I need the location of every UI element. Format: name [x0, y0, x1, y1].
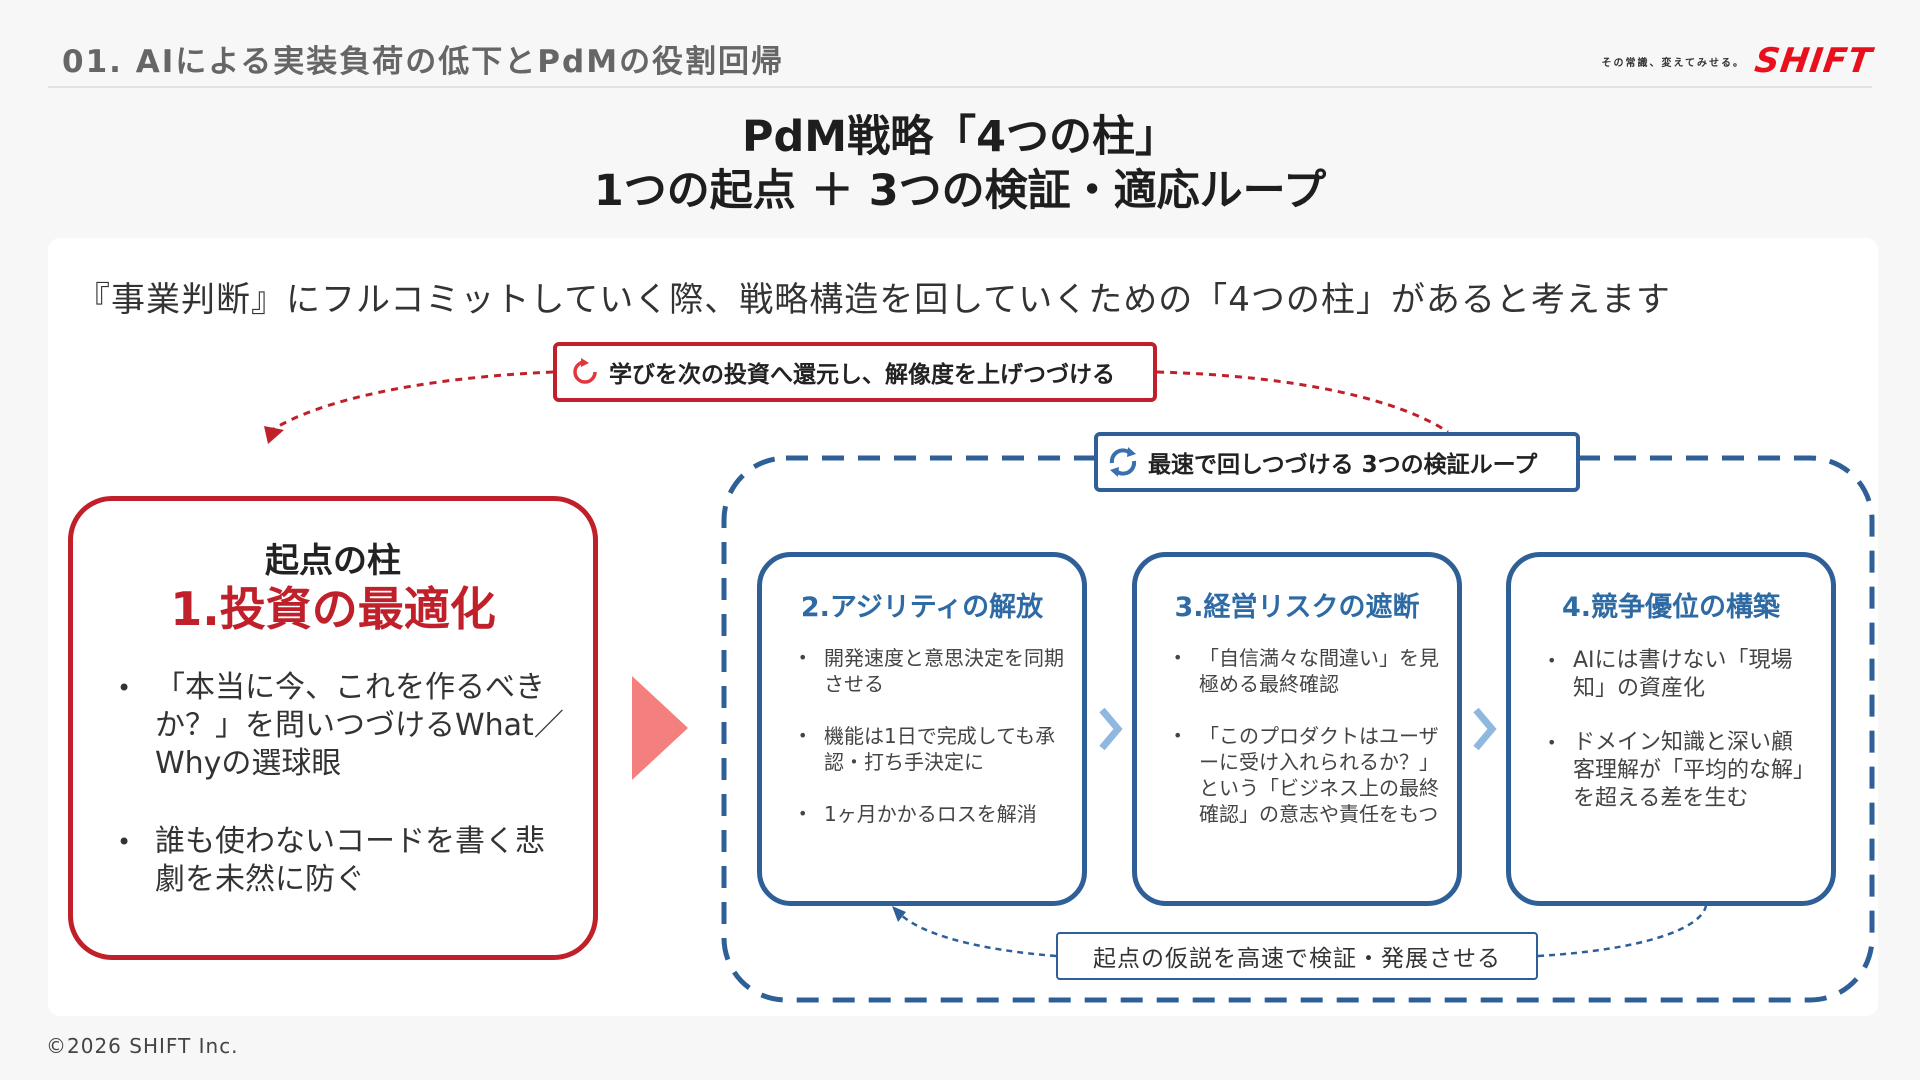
pillar-advantage: 4.競争優位の構築 AIには書けない「現場知」の資産化 ドメイン知識と深い顧客理…: [1506, 552, 1836, 906]
company-logo: その常識、変えてみせる。 SHIFT: [1601, 41, 1874, 81]
verify-loop-arrowhead: [892, 906, 906, 922]
slide-title-line1: PdM戦略「4つの柱」: [741, 112, 1178, 162]
learning-feedback-line: [1156, 370, 1449, 434]
bullet-item: 1ヶ月かかるロスを解消: [798, 801, 1064, 827]
pillar-investment-bullets: 「本当に今、これを作るべきか？」を問いつづけるWhat／Whyの選球眼 誰も使わ…: [117, 669, 565, 939]
pillar-advantage-bullets: AIには書けない「現場知」の資産化 ドメイン知識と深い顧客理解が「平均的な解」を…: [1547, 647, 1813, 839]
pillar-risk: 3.経営リスクの遮断 「自信満々な間違い」を見極める最終確認 「このプロダクトは…: [1132, 552, 1462, 906]
pillar-investment-title: 1.投資の最適化: [170, 582, 496, 636]
bullet-item: 「自信満々な間違い」を見極める最終確認: [1173, 645, 1439, 697]
verify-loop-return: [897, 911, 1057, 958]
pillar-agility: 2.アジリティの解放 開発速度と意思決定を同期させる 機能は1日で完成しても承認…: [757, 552, 1087, 906]
cycle-icon: [1109, 447, 1137, 477]
flow-arrow-icon: [632, 676, 688, 780]
intro-text: 『事業判断』にフルコミットしていく際、戦略構造を回していくための「4つの柱」があ…: [76, 280, 1671, 320]
section-title: 01. AIによる実装負荷の低下とPdMの役割回帰: [62, 44, 785, 80]
logo-tagline: その常識、変えてみせる。: [1601, 57, 1745, 69]
pillar-advantage-title: 4.競争優位の構築: [1561, 592, 1781, 623]
loop-label-text: 最速で回しつづける 3つの検証ループ: [1148, 452, 1538, 478]
bullet-item: 機能は1日で完成しても承認・打ち手決定に: [798, 723, 1064, 775]
learning-callout-label: 学びを次の投資へ還元し、解像度を上げつづける: [609, 362, 1115, 388]
bullet-item: AIには書けない「現場知」の資産化: [1547, 647, 1813, 703]
learning-callout: 学びを次の投資へ還元し、解像度を上げつづける: [553, 342, 1157, 402]
pillar-risk-bullets: 「自信満々な間違い」を見極める最終確認 「このプロダクトはユーザーに受け入れられ…: [1173, 645, 1439, 853]
learning-arrowhead: [264, 426, 284, 444]
loop-label: 最速で回しつづける 3つの検証ループ: [1094, 432, 1580, 492]
pillar-investment-subtitle: 起点の柱: [265, 541, 401, 581]
verify-loop-out: [1537, 905, 1708, 958]
bullet-item: ドメイン知識と深い顧客理解が「平均的な解」を超える差を生む: [1547, 729, 1813, 813]
learning-feedback-arrow: [271, 370, 554, 432]
bullet-item: 「本当に今、これを作るべきか？」を問いつづけるWhat／Whyの選球眼: [117, 669, 565, 783]
copyright: ©2026 SHIFT Inc.: [46, 1034, 239, 1058]
slide-title-line2: 1つの起点 ＋ 3つの検証・適応ループ: [593, 166, 1327, 216]
header-divider: [48, 86, 1872, 88]
pillar-investment: 起点の柱 1.投資の最適化 「本当に今、これを作るべきか？」を問いつづけるWha…: [68, 496, 598, 960]
bullet-item: 誰も使わないコードを書く悲劇を未然に防ぐ: [117, 823, 565, 899]
chevron-right-icon: [1099, 707, 1123, 751]
refresh-icon: [573, 358, 597, 384]
slide-title: PdM戦略「4つの柱」 1つの起点 ＋ 3つの検証・適応ループ: [0, 110, 1920, 218]
bullet-item: 「このプロダクトはユーザーに受け入れられるか？」という「ビジネス上の最終確認」の…: [1173, 723, 1439, 827]
pillar-agility-bullets: 開発速度と意思決定を同期させる 機能は1日で完成しても承認・打ち手決定に 1ヶ月…: [798, 645, 1064, 853]
bullet-item: 開発速度と意思決定を同期させる: [798, 645, 1064, 697]
pillar-risk-title: 3.経営リスクの遮断: [1174, 592, 1420, 623]
chevron-right-icon: [1473, 707, 1497, 751]
verify-callout: 起点の仮説を高速で検証・発展させる: [1056, 932, 1538, 980]
pillar-agility-title: 2.アジリティの解放: [800, 592, 1044, 623]
